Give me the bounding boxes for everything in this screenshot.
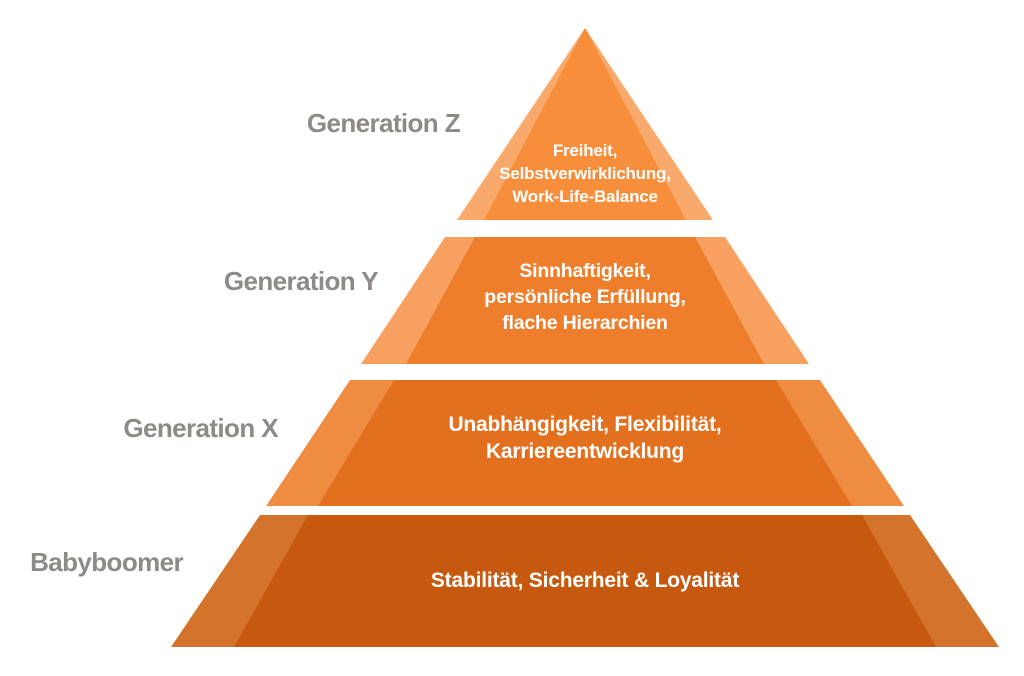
tier-2-face: [406, 237, 764, 364]
label-generation-z: Generation Z: [306, 108, 461, 138]
tier-1-values-text: Freiheit, Selbstverwirklichung, Work-Lif…: [499, 141, 671, 206]
label-generation-y: Generation Y: [223, 266, 379, 296]
tier-2-values-text: Sinnhaftigkeit, persönliche Erfüllung, f…: [484, 260, 686, 334]
tier-4-face: [234, 515, 936, 647]
tier-3-face: [318, 380, 852, 506]
tier-4-values-text: Stabilität, Sicherheit & Loyalität: [430, 569, 740, 592]
label-generation-x: Generation X: [123, 413, 278, 443]
label-babyboomer: Babyboomer: [30, 547, 184, 577]
tier-1-face: [484, 28, 686, 220]
tier-3-values-text: Unabhängigkeit, Flexibilität, Karriereen…: [448, 413, 722, 463]
